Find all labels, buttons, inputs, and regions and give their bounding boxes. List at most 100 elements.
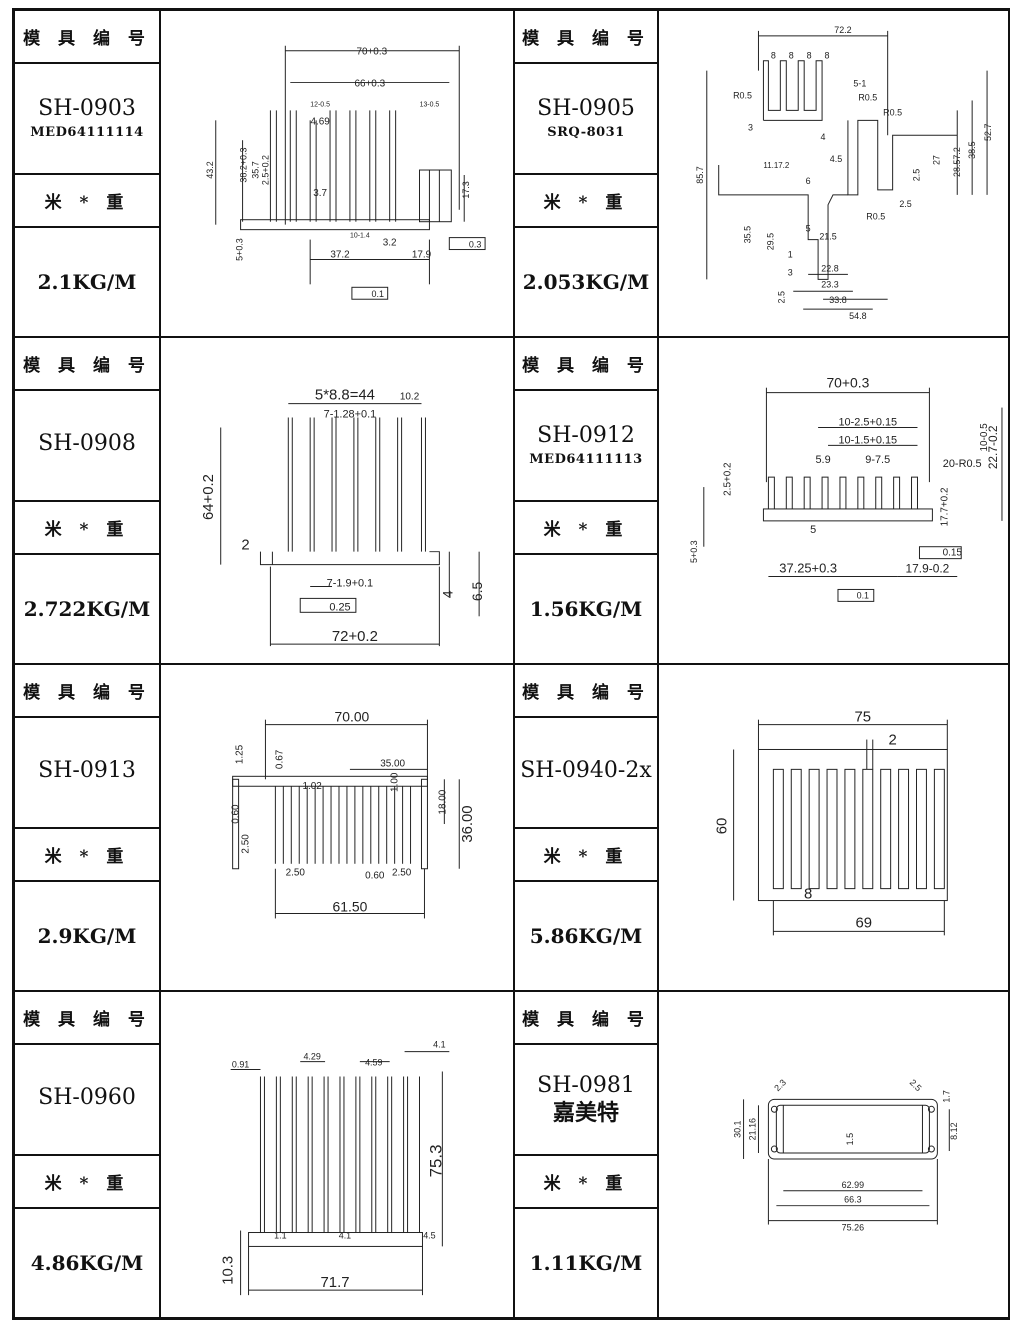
- dim-g: 4.1: [339, 1230, 351, 1240]
- dim-i: R0.5: [883, 107, 902, 117]
- dim-b: 10-2.5+0.15: [838, 416, 897, 428]
- dim-p: 5+0.3: [689, 540, 699, 563]
- dim-c: 7-1.28+0.1: [324, 409, 377, 421]
- spec-sheet: 模 具 编 号 SH-0903 MED64111114 米 * 重 2.1KG/…: [12, 8, 1010, 1320]
- dim-a: 75: [855, 710, 872, 726]
- weight-value: 2.722KG/M: [14, 554, 160, 664]
- dim-f: R0.5: [733, 90, 752, 100]
- dim-n: 61.50: [333, 898, 368, 914]
- dim-i: 2.5+0.2: [723, 462, 734, 496]
- profile-drawing-0913: 70.00 1.25 0.67 35.00 1.02 1.00 18.00 36…: [160, 664, 514, 991]
- dim-n: 6: [806, 176, 811, 186]
- dim-e: 69: [856, 915, 873, 931]
- dim-b: 1.25: [235, 744, 246, 764]
- dim-ab: 3: [788, 267, 793, 277]
- profile-drawing-0903: 70+0.3 66+0.3 12-0.5 13-0.5 4.69 43.2 38…: [160, 10, 514, 337]
- dim-a: 70+0.3: [356, 47, 387, 58]
- mold-code: SH-0912: [537, 423, 635, 449]
- dim-r: 38.5: [967, 141, 977, 158]
- dim-j: 71.7: [321, 1275, 350, 1291]
- profile-svg: 0.91 4.29 4.59 4.1 75.3 1.1 4.1 4.5 10.3…: [221, 1040, 450, 1296]
- dim-n: 17.9-0.2: [906, 562, 950, 576]
- dim-z: 21.5: [819, 232, 836, 242]
- dim-i: 10.3: [221, 1256, 237, 1285]
- dim-f: 1.1: [274, 1230, 286, 1240]
- dim-a: 70+0.3: [826, 375, 869, 391]
- mold-subcode: 嘉美特: [552, 1099, 619, 1126]
- dim-p: 17.9: [412, 249, 432, 260]
- dim-e: 1.02: [302, 781, 322, 792]
- dim-g: 22.7-0.2: [986, 425, 1000, 469]
- mold-subcode: MED64111114: [30, 124, 144, 140]
- mold-code: SH-0908: [38, 430, 136, 456]
- mold-code-cell: SH-0960: [14, 1044, 160, 1155]
- mold-code-cell: SH-0913: [14, 717, 160, 828]
- dim-m: 11.17.2: [763, 161, 789, 170]
- dim-d: 8: [804, 887, 812, 903]
- dim-c: 60: [715, 818, 731, 835]
- mold-no-label: 模 具 编 号: [14, 10, 160, 63]
- mold-no-label: 模 具 编 号: [514, 337, 658, 390]
- weight-value: 2.1KG/M: [14, 227, 160, 337]
- dim-y: 5: [806, 224, 811, 234]
- dim-m: 37.25+0.3: [779, 561, 837, 576]
- dim-c: 10-1.5+0.15: [838, 434, 897, 446]
- dim-l: 0.15: [943, 548, 963, 559]
- meter-weight-label: 米 * 重: [14, 1155, 160, 1208]
- mold-code-cell: SH-0940-2x: [514, 717, 658, 828]
- dim-e: 4.69: [310, 116, 330, 127]
- dim-g: 18.00: [437, 789, 448, 814]
- dim-o: 37.2: [330, 249, 350, 260]
- dim-ad: 23.3: [821, 279, 838, 289]
- dim-f: 1.5: [845, 1133, 855, 1145]
- dim-b: 8: [771, 51, 776, 61]
- profile-drawing-0912: 70+0.3 10-2.5+0.15 10-1.5+0.15 5.9 9-7.5…: [658, 337, 1010, 664]
- dim-j: 75.26: [842, 1223, 864, 1233]
- dim-c: 8: [789, 51, 794, 61]
- mold-code: SH-0940-2x: [520, 757, 652, 783]
- dim-b: 10.2: [400, 392, 420, 403]
- dim-l: 10-1.4: [350, 233, 370, 240]
- dim-h: 62.99: [842, 1180, 864, 1190]
- dim-h: 4: [439, 590, 455, 598]
- mold-no-label: 模 具 编 号: [514, 10, 658, 63]
- dim-o: 0.1: [857, 590, 869, 600]
- dim-q: 0.3: [469, 240, 481, 250]
- dim-u: 2.5: [899, 199, 911, 209]
- weight-value: 1.11KG/M: [514, 1208, 658, 1318]
- profile-drawing-0960: 0.91 4.29 4.59 4.1 75.3 1.1 4.1 4.5 10.3…: [160, 991, 514, 1318]
- dim-a: 72.2: [834, 25, 851, 35]
- dim-b: 2.5: [908, 1077, 924, 1093]
- dim-g: 38.2+0.3: [239, 148, 249, 183]
- dim-f: 43.2: [205, 161, 215, 178]
- profile-drawing-0940: 75 2 60 8 69: [658, 664, 1010, 991]
- dim-l: 0.60: [365, 871, 385, 882]
- dim-m: 2.50: [392, 868, 412, 879]
- dim-j: 72+0.2: [332, 629, 378, 645]
- dim-d: 13-0.5: [420, 101, 440, 108]
- dim-l: 4.5: [830, 154, 842, 164]
- dim-ae: 2.5: [776, 291, 786, 303]
- dim-ac: 22.8: [821, 263, 838, 273]
- mold-subcode: MED64111113: [529, 451, 643, 467]
- mold-code-cell: SH-0912 MED64111113: [514, 390, 658, 501]
- meter-weight-label: 米 * 重: [514, 828, 658, 881]
- mold-code-cell: SH-0905 SRQ-8031: [514, 63, 658, 174]
- dim-k: 5: [810, 524, 816, 536]
- dim-h: R0.5: [858, 92, 877, 102]
- dim-x: 29.5: [765, 233, 775, 250]
- profile-svg: 70.00 1.25 0.67 35.00 1.02 1.00 18.00 36…: [231, 709, 476, 919]
- dim-b: 4.29: [303, 1052, 320, 1062]
- weight-value: 2.9KG/M: [14, 881, 160, 991]
- dim-a: 5*8.8=44: [315, 388, 375, 404]
- dim-h: 36.00: [460, 805, 476, 842]
- mold-code-cell: SH-0908: [14, 390, 160, 501]
- meter-weight-label: 米 * 重: [14, 501, 160, 554]
- dim-f: 20-R0.5: [943, 458, 982, 470]
- dim-c: 1.7: [941, 1090, 951, 1102]
- dim-k: 17.3: [461, 181, 471, 198]
- mold-no-label: 模 具 编 号: [514, 664, 658, 717]
- dim-i: 2.5+0.2: [260, 155, 270, 185]
- dim-m: 3.2: [383, 238, 397, 249]
- mold-code: SH-0960: [38, 1084, 136, 1110]
